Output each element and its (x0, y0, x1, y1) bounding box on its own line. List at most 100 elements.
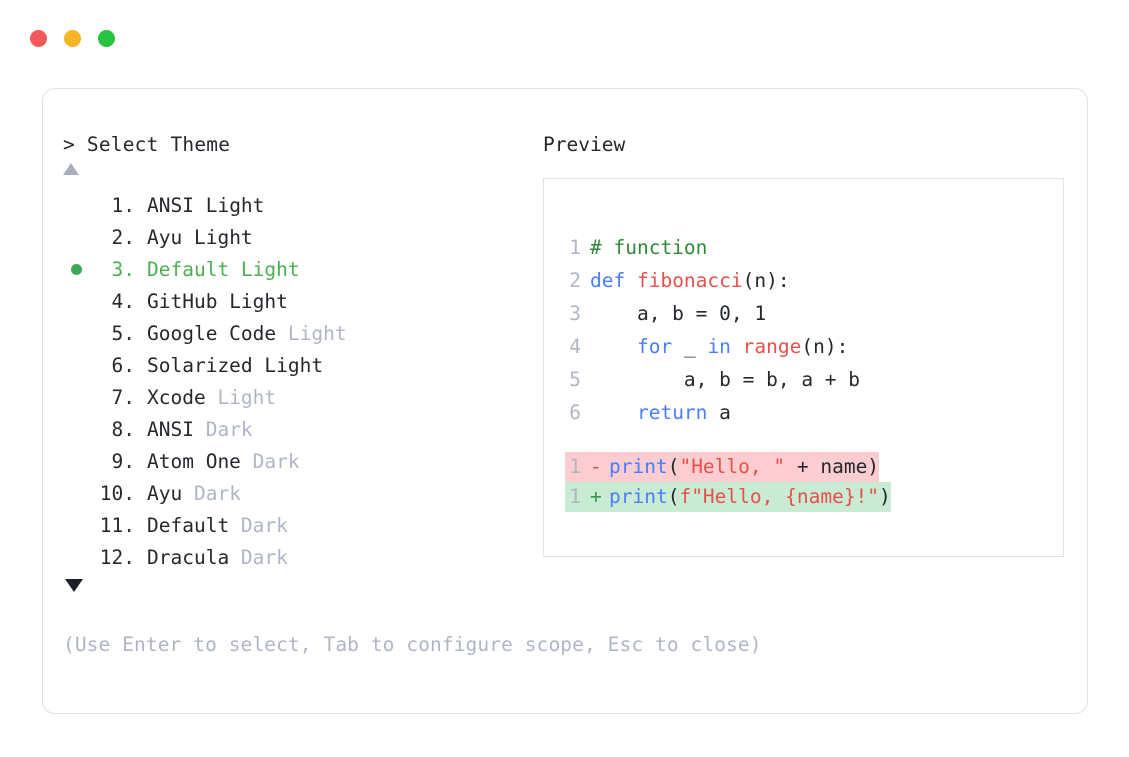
line-number: 2 (569, 269, 581, 292)
code-token: + name) (785, 455, 880, 478)
code-token: _ (672, 335, 708, 358)
theme-list-item[interactable]: 9.Atom One Dark (63, 445, 533, 477)
code-token (731, 335, 743, 358)
code-token: print (609, 455, 668, 478)
code-line-text: def fibonacci(n): (590, 264, 790, 297)
theme-item-name: Xcode (147, 385, 206, 409)
theme-item-number: 12. (99, 545, 135, 569)
theme-item-number: 3. (111, 257, 135, 281)
code-line-text: return a (590, 396, 731, 429)
diff-line-del: 1-print("Hello, " + name) (565, 452, 880, 482)
theme-item-variant: Dark (229, 513, 288, 537)
code-line: 2 def fibonacci(n): (565, 264, 1063, 297)
code-line-text: for _ in range(n): (590, 330, 848, 363)
theme-item-variant: Light (252, 353, 324, 377)
theme-item-number: 7. (111, 385, 135, 409)
prompt-label: > Select Theme (63, 133, 231, 156)
triangle-up-icon (63, 163, 79, 175)
theme-list-item[interactable]: 1.ANSI Light (63, 189, 533, 221)
code-token (590, 401, 637, 424)
code-token: in (707, 335, 731, 358)
code-line: 4 for _ in range(n): (565, 330, 1063, 363)
theme-item-label: ANSI Light (137, 194, 264, 217)
line-number: 1 (569, 455, 581, 478)
theme-list-item[interactable]: 7.Xcode Light (63, 381, 533, 413)
theme-item-name: ANSI (147, 193, 194, 217)
minimize-button-icon[interactable] (64, 30, 81, 47)
theme-item-name: Default (147, 257, 230, 281)
theme-item-number: 11. (99, 513, 135, 537)
theme-list-item[interactable]: 2.Ayu Light (63, 221, 533, 253)
scroll-down-indicator[interactable] (65, 579, 533, 592)
preview-label: Preview (543, 133, 626, 156)
code-line-text: # function (590, 231, 707, 264)
line-number: 1 (569, 236, 581, 259)
theme-item-name: Google Code (147, 321, 277, 345)
theme-item-label: ANSI Dark (137, 418, 253, 441)
theme-item-label: Atom One Dark (137, 450, 300, 473)
theme-item-variant: Dark (182, 481, 241, 505)
diff-line-text: print(f"Hello, {name}!") (609, 482, 891, 512)
theme-item-label: Ayu Light (137, 226, 253, 249)
code-token: print (609, 485, 668, 508)
line-number: 3 (569, 302, 581, 325)
code-token: f"Hello, {name}!" (679, 485, 880, 508)
diff-sign: - (590, 455, 602, 478)
theme-item-label: Solarized Light (137, 354, 323, 377)
theme-list-item[interactable]: 4.GitHub Light (63, 285, 533, 317)
theme-item-name: Dracula (147, 545, 230, 569)
line-number: 5 (569, 368, 581, 391)
theme-item-number: 8. (111, 417, 135, 441)
code-line: 5 a, b = b, a + b (565, 363, 1063, 396)
diff-lines: 1-print("Hello, " + name)1+print(f"Hello… (565, 452, 1063, 512)
theme-list-item[interactable]: 11.Default Dark (63, 509, 533, 541)
code-token: (n): (801, 335, 849, 358)
maximize-button-icon[interactable] (98, 30, 115, 47)
theme-item-number: 10. (99, 481, 135, 505)
code-token: a (707, 401, 731, 424)
theme-item-label: Ayu Dark (137, 482, 241, 505)
code-token: a, b = 0, 1 (590, 302, 767, 325)
code-token: # function (590, 236, 708, 259)
theme-item-variant: Light (205, 385, 277, 409)
theme-item-variant: Light (217, 289, 288, 313)
theme-list-item[interactable]: 8.ANSI Dark (63, 413, 533, 445)
theme-item-variant: Light (229, 257, 300, 281)
window-traffic-lights (30, 30, 115, 47)
code-token: ) (879, 485, 891, 508)
theme-list-item[interactable]: 3. Default Light (63, 253, 533, 285)
theme-item-variant: Light (182, 225, 253, 249)
code-token: ( (667, 455, 680, 478)
theme-item-name: Ayu (147, 481, 183, 505)
code-line-text: a, b = b, a + b (590, 363, 860, 396)
theme-list-item[interactable]: 6.Solarized Light (63, 349, 533, 381)
code-token: for (636, 335, 673, 358)
theme-item-number: 9. (111, 449, 135, 473)
theme-item-label: Xcode Light (137, 386, 276, 409)
scroll-up-indicator[interactable] (63, 163, 533, 185)
theme-item-label: Google Code Light (137, 322, 347, 345)
code-token (590, 335, 637, 358)
line-number: 4 (569, 335, 581, 358)
line-number: 6 (569, 401, 581, 424)
theme-list-item[interactable]: 10.Ayu Dark (63, 477, 533, 509)
theme-list-item[interactable]: 12. Dracula Dark (63, 541, 533, 573)
diff-line-add: 1+print(f"Hello, {name}!") (565, 482, 891, 512)
code-line: 3 a, b = 0, 1 (565, 297, 1063, 330)
diff-line-text: print("Hello, " + name) (609, 452, 879, 482)
selected-bullet-icon (70, 263, 82, 275)
theme-item-variant: Light (193, 193, 265, 217)
theme-item-number: 4. (111, 289, 135, 313)
close-button-icon[interactable] (30, 30, 47, 47)
theme-item-number: 2. (111, 225, 135, 249)
code-line: 6 return a (565, 396, 1063, 429)
theme-item-variant: Dark (229, 545, 288, 569)
theme-list-item[interactable]: 5.Google Code Light (63, 317, 533, 349)
code-token: return (636, 401, 708, 424)
selection-bullet-cell (63, 263, 89, 275)
